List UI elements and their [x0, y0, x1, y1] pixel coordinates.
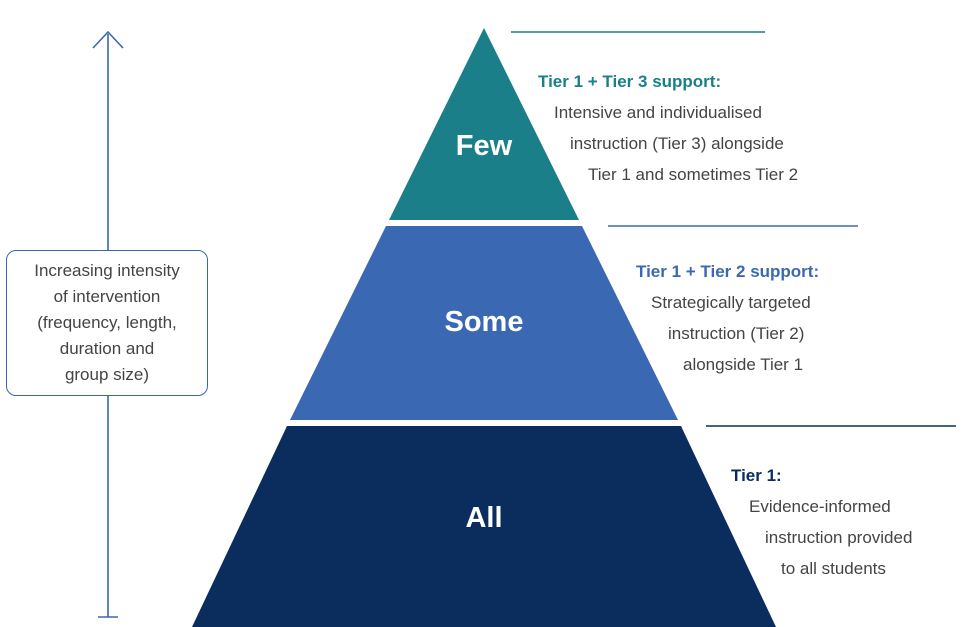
pyramid-tier-some: [290, 226, 678, 420]
tier-label-some: Some: [444, 306, 524, 338]
tier-few-line: Tier 1 and sometimes Tier 2: [588, 165, 799, 184]
intensity-label-box: Increasing intensity of intervention (fr…: [6, 250, 208, 396]
tier-some-heading: Tier 1 + Tier 2 support:: [636, 262, 820, 281]
tier-some-description: Tier 1 + Tier 2 support: Strategically t…: [636, 256, 819, 380]
tier-few-line: Intensive and individualised: [554, 103, 762, 122]
pyramid-tier-few: [389, 28, 579, 220]
tier-some-line: alongside Tier 1: [683, 355, 804, 374]
intensity-label-line: Increasing intensity: [34, 261, 180, 280]
tier-few-heading: Tier 1 + Tier 3 support:: [538, 72, 722, 91]
intensity-label-line: group size): [64, 365, 150, 384]
tier-all-line: instruction provided: [765, 528, 913, 547]
intensity-label-line: duration and: [59, 339, 155, 358]
intensity-label-line: of intervention: [53, 287, 161, 306]
intensity-label-line: (frequency, length,: [37, 313, 177, 332]
tier-some-line: instruction (Tier 2): [668, 324, 805, 343]
intensity-arrow-head: [92, 30, 124, 49]
tier-few-description: Tier 1 + Tier 3 support: Intensive and i…: [538, 66, 798, 190]
tier-label-all: All: [465, 502, 503, 534]
tier-label-few: Few: [455, 130, 513, 162]
tier-all-description: Tier 1: Evidence-informed instruction pr…: [731, 460, 912, 584]
tier-all-line: to all students: [781, 559, 886, 578]
tier-few-line: instruction (Tier 3) alongside: [570, 134, 784, 153]
tier-all-heading: Tier 1:: [731, 466, 782, 485]
tier-all-line: Evidence-informed: [749, 497, 891, 516]
pyramid-tier-all: [192, 426, 776, 627]
tier-some-line: Strategically targeted: [651, 293, 811, 312]
